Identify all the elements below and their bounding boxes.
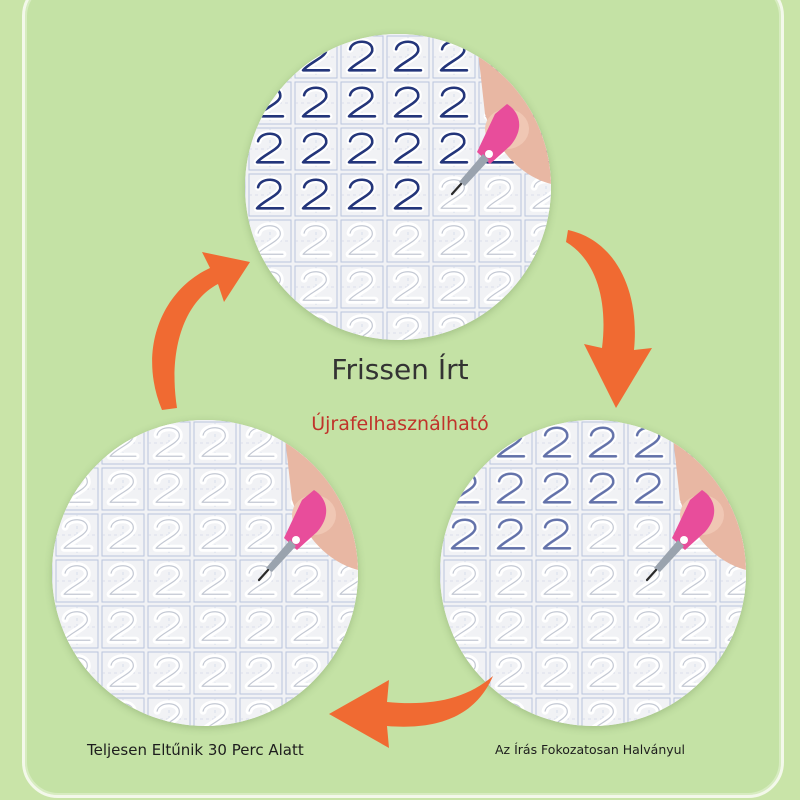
caption-fully-faded: Teljesen Eltűnik 30 Perc Alatt (87, 741, 304, 759)
cycle-arrow-left (329, 676, 493, 748)
photo-freshly-written (245, 34, 551, 340)
caption-fading: Az Írás Fokozatosan Halványul (495, 742, 686, 757)
title-freshly-written: Frissen Írt (331, 353, 469, 386)
subtitle-reusable: Újrafelhasználható (311, 413, 489, 435)
photo-fully-faded (52, 420, 358, 726)
cycle-arrow-up-left (152, 252, 250, 410)
cycle-arrow-down-right (566, 230, 652, 408)
